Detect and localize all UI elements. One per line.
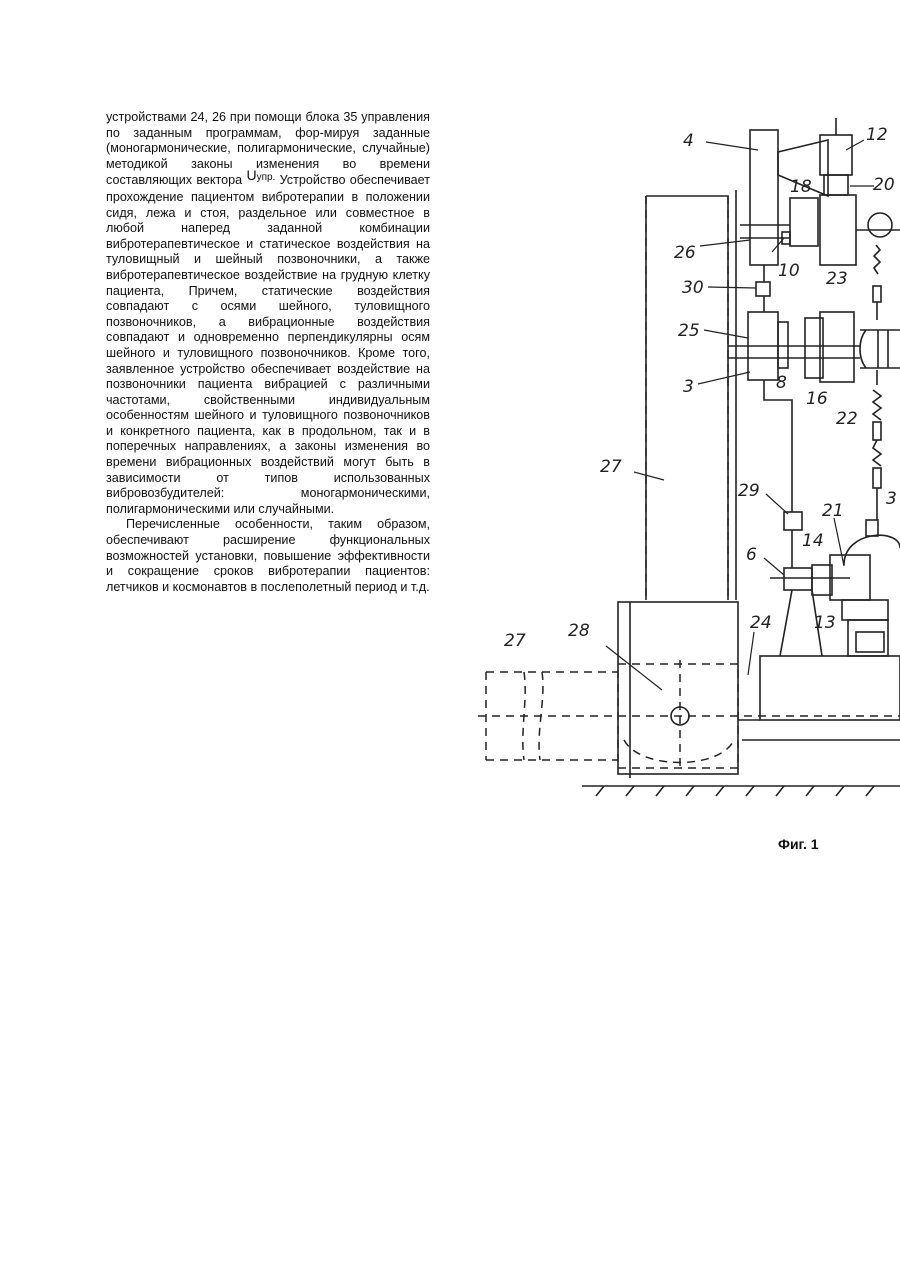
label-25: 25: [678, 321, 700, 341]
label-23: 23: [826, 269, 848, 289]
paragraph-1-end: Устройство обеспечивает прохождение паци…: [106, 173, 430, 515]
label-24: 24: [750, 613, 772, 633]
figure-drawing: [582, 118, 900, 796]
label-26: 26: [674, 243, 696, 263]
figure-labels: 4 12 20 18 26 10 23 30 25 3 8 16 22 27 2…: [504, 125, 897, 651]
label-10: 10: [778, 261, 800, 281]
label-3-upper: 3: [886, 489, 897, 509]
u-control-symbol: Uупр.: [246, 167, 275, 183]
label-30: 30: [682, 278, 704, 298]
label-27-frame: 27: [600, 457, 622, 477]
label-8: 8: [776, 373, 787, 393]
body-text-column: устройствами 24, 26 при помощи блока 35 …: [106, 110, 430, 595]
label-3: 3: [683, 377, 694, 397]
label-16: 16: [806, 389, 828, 409]
u-control-subscript: упр.: [257, 172, 276, 183]
label-22: 22: [836, 409, 858, 429]
label-18: 18: [790, 177, 812, 197]
label-13: 13: [814, 613, 836, 633]
label-4: 4: [683, 131, 694, 151]
label-27-dashed: 27: [504, 631, 526, 651]
label-29: 29: [738, 481, 760, 501]
label-28: 28: [568, 621, 590, 641]
label-12: 12: [866, 125, 888, 145]
figure-caption: Фиг. 1: [778, 836, 819, 852]
label-6: 6: [746, 545, 757, 565]
paragraph-1: устройствами 24, 26 при помощи блока 35 …: [106, 110, 430, 517]
paragraph-2: Перечисленные особенности, таким образом…: [106, 517, 430, 595]
label-20: 20: [873, 175, 895, 195]
patent-figure-diagram: 4 12 20 18 26 10 23 30 25 3 8 16 22 27 2…: [470, 115, 900, 815]
label-14: 14: [802, 531, 824, 551]
label-21: 21: [822, 501, 844, 521]
